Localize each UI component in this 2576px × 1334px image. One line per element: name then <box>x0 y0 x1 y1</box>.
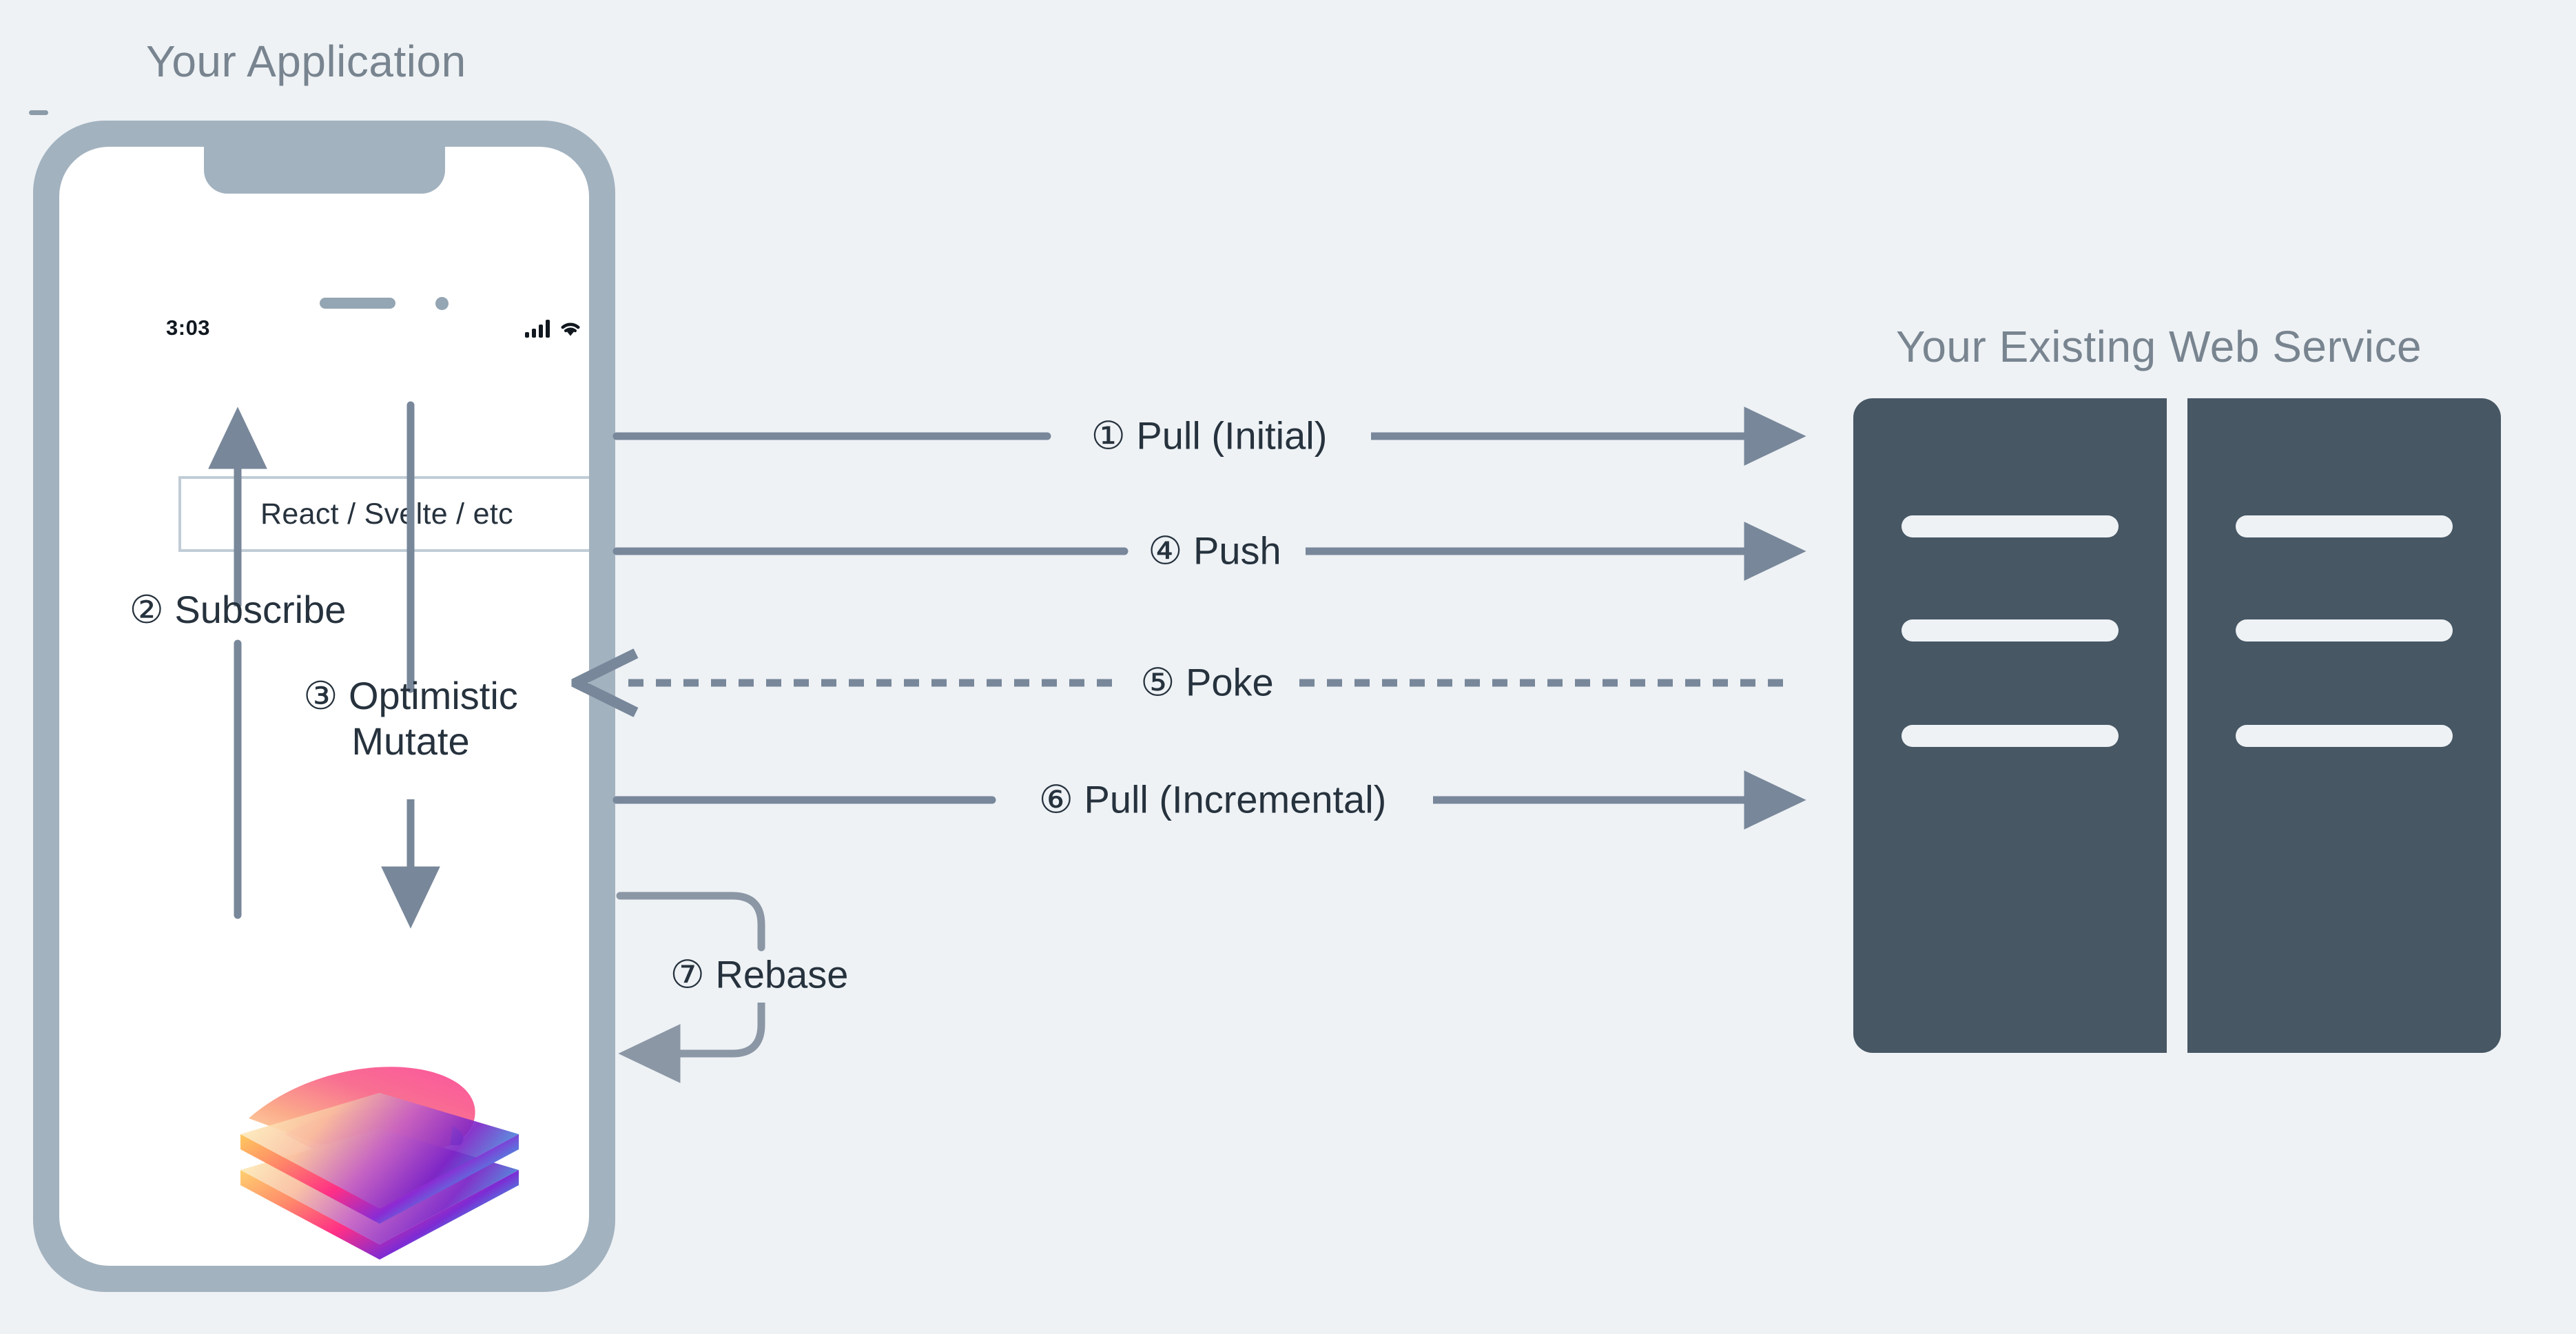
server-rack-left <box>1853 398 2167 1053</box>
flow-label-optimistic-line1: ③ Optimistic <box>303 673 518 717</box>
phone-screen: 3:03 React / Svelte / etc <box>59 147 589 1266</box>
wifi-icon <box>559 320 582 338</box>
server-rack-right <box>2187 398 2501 1053</box>
tick-mark-artifact <box>29 110 48 115</box>
page-title-web-service: Your Existing Web Service <box>1896 322 2422 371</box>
framework-box-label: React / Svelte / etc <box>260 497 513 531</box>
flow-label-poke: ⑤ Poke <box>1132 662 1282 704</box>
phone-speaker <box>320 298 395 309</box>
cellular-signal-icon <box>525 320 550 338</box>
phone-device-frame: 3:03 React / Svelte / etc <box>33 121 615 1292</box>
server-bar <box>2236 619 2453 642</box>
server-bar <box>1902 619 2119 642</box>
phone-camera-icon <box>435 297 449 310</box>
flow-label-rebase: ⑦ Rebase <box>661 954 857 996</box>
status-bar-time: 3:03 <box>166 316 211 340</box>
server-bar <box>2236 725 2453 747</box>
page-title-your-application: Your Application <box>146 37 466 86</box>
status-bar-icons <box>525 314 589 338</box>
flow-label-optimistic-line2: Mutate <box>351 719 470 763</box>
server-bar <box>1902 515 2119 537</box>
flow-label-optimistic: ③ Optimistic Mutate <box>303 673 518 764</box>
flow-label-pull-initial: ① Pull (Initial) <box>1082 415 1336 457</box>
server-bar <box>2236 515 2453 537</box>
flow-label-subscribe: ② Subscribe <box>129 587 347 631</box>
flow-label-pull-incremental: ⑥ Pull (Incremental) <box>1030 779 1395 821</box>
server-bar <box>1902 725 2119 747</box>
flow-label-push: ④ Push <box>1140 531 1290 572</box>
framework-box: React / Svelte / etc <box>178 476 589 552</box>
phone-notch <box>203 147 445 194</box>
replicache-logo <box>235 1060 524 1266</box>
